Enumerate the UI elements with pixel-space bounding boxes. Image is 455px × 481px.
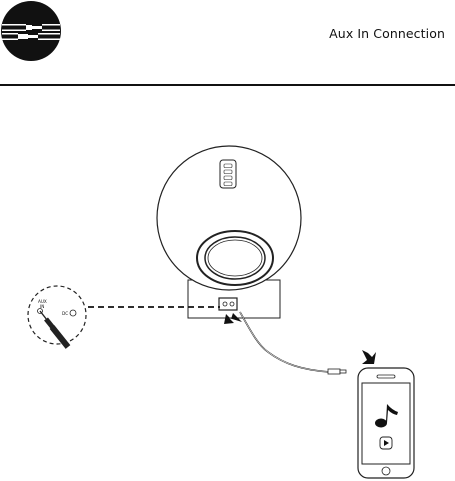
aux-cable-icon xyxy=(1,1,61,61)
aux-cable xyxy=(240,312,330,372)
phone xyxy=(358,368,414,478)
arrow-to-phone xyxy=(362,350,376,364)
callout-dc-port xyxy=(70,310,76,316)
phone-speaker-slot xyxy=(377,375,395,378)
dc-label: DC xyxy=(62,311,68,316)
home-button xyxy=(382,467,390,475)
speaker xyxy=(157,146,301,318)
play-button-icon xyxy=(380,437,392,449)
cable-plug-phone xyxy=(328,369,346,374)
